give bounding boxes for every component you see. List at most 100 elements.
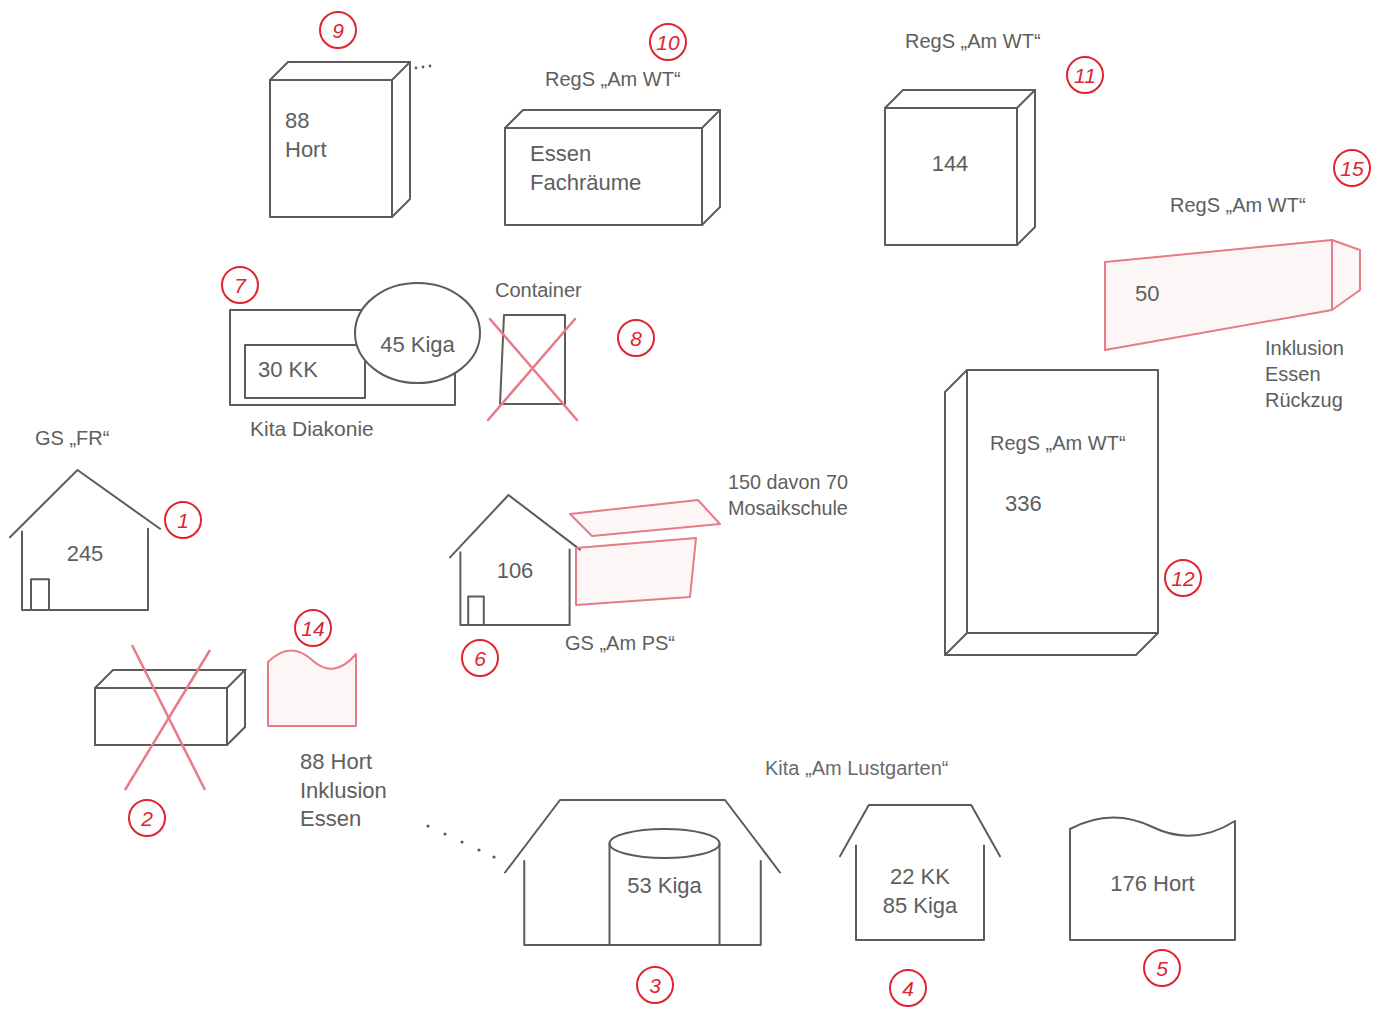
outline-stroke [856, 846, 984, 941]
node-heading: RegS „Am WT“ [545, 66, 745, 92]
node-text: 176 Hort [1080, 870, 1225, 899]
round-annex: 45 Kiga [355, 283, 480, 383]
callout-circle: 1 [164, 501, 202, 539]
node-heading: Container [495, 277, 635, 303]
outline-stroke [610, 829, 720, 858]
callout-circle: 14 [294, 609, 332, 647]
callout-number: 3 [649, 975, 661, 996]
callout-circle: 8 [617, 319, 655, 357]
callout-number: 2 [141, 808, 153, 829]
group-label: Kita „Am Lustgarten“ [765, 755, 1065, 781]
node-heading: RegS „Am WT“ [905, 28, 1085, 54]
node-text: 53 Kiga [605, 872, 725, 901]
outline-stroke [270, 80, 392, 217]
callout-number: 12 [1171, 568, 1194, 589]
callout-number: 1 [177, 510, 189, 531]
node-text: 45 Kiga [367, 331, 468, 360]
callout-circle: 9 [319, 11, 357, 49]
outline-stroke [885, 90, 1035, 108]
callout-number: 11 [1074, 65, 1096, 86]
node-heading: 88 Hort Inklusion Essen [300, 748, 430, 834]
node-text: 22 KK 85 Kiga [878, 863, 963, 920]
callout-circle: 15 [1333, 149, 1371, 187]
node-outline [10, 470, 160, 610]
node-heading: RegS „Am WT“ [1170, 192, 1370, 218]
outline-stroke [945, 633, 1158, 655]
node-heading: 150 davon 70 Mosaikschule [728, 470, 848, 521]
outline-stroke [10, 470, 160, 537]
kita-building: 22 KK 85 Kiga [840, 805, 1000, 940]
outline-stroke [1331, 240, 1333, 310]
school-house: 106GS „Am PS“ [450, 495, 580, 625]
container-crossed: Container [500, 315, 565, 410]
node-text: 50 [1135, 280, 1195, 309]
outline-stroke [245, 345, 365, 398]
callout-circle: 7 [221, 266, 259, 304]
node-heading: Inklusion Essen Rückzug [1265, 335, 1385, 413]
node-text: 30 KK [258, 356, 358, 385]
node-heading: GS „Am PS“ [565, 630, 735, 656]
callout-number: 7 [234, 275, 246, 296]
outline-stroke [505, 800, 780, 873]
outline-stroke [505, 128, 702, 225]
node-text: 245 [40, 540, 130, 569]
node-outline [505, 800, 780, 945]
outline-stroke [31, 579, 49, 610]
callout-circle: 6 [461, 639, 499, 677]
node-outline [945, 370, 1158, 655]
callout-number: 10 [656, 32, 679, 53]
cross-out-mark [125, 645, 210, 790]
callout-number: 15 [1340, 158, 1363, 179]
node-text: 144 [905, 150, 995, 179]
outline-stroke [460, 550, 569, 625]
building-block: RegS „Am WT“144 [885, 90, 1035, 245]
outline-stroke [270, 62, 410, 80]
crossed-building [95, 670, 245, 745]
outline-stroke [967, 370, 1158, 633]
node-outline [268, 648, 356, 726]
callout-number: 6 [474, 648, 486, 669]
callout-circle: 2 [128, 799, 166, 837]
node-outline [570, 500, 720, 605]
outline-stroke [392, 62, 410, 217]
callout-number: 14 [301, 618, 324, 639]
callout-circle: 5 [1143, 949, 1181, 987]
outline-stroke [840, 805, 1000, 856]
node-heading: Kita Diakonie [250, 415, 450, 442]
node-outline [505, 110, 720, 225]
node-outline [500, 315, 565, 410]
outline-stroke [490, 319, 577, 420]
planned-annex: 150 davon 70 Mosaikschule [570, 500, 720, 605]
school-house: GS „FR“245 [10, 470, 160, 610]
building-block: 88 Hort [270, 62, 410, 217]
node-text: RegS „Am WT“ [990, 430, 1150, 456]
callout-circle: 12 [1164, 559, 1202, 597]
outline-stroke [500, 315, 565, 404]
outline-stroke [945, 370, 967, 655]
outline-stroke [450, 495, 580, 557]
dotted-leader [415, 65, 496, 859]
outline-stroke [488, 319, 575, 420]
callout-number: 4 [902, 978, 914, 999]
outline-stroke [570, 500, 720, 536]
outline-stroke [22, 529, 148, 610]
callout-number: 8 [630, 328, 642, 349]
outline-stroke [468, 596, 484, 625]
outline-stroke [524, 861, 761, 945]
node-text: 336 [1005, 490, 1085, 519]
outline-stroke [268, 650, 356, 726]
callout-circle: 4 [889, 969, 927, 1007]
hort-building: 176 Hort [1070, 815, 1235, 940]
planned-building: RegS „Am WT“50Inklusion Essen Rückzug [1105, 240, 1360, 350]
node-text: Essen Fachräume [530, 140, 660, 197]
outline-stroke [1017, 90, 1035, 245]
outline-stroke [885, 108, 1017, 245]
building-block: RegS „Am WT“Essen Fachräume [505, 110, 720, 225]
callout-circle: 10 [649, 23, 687, 61]
outline-stroke [576, 538, 696, 605]
callout-number: 5 [1156, 958, 1168, 979]
callout-circle: 11 [1066, 56, 1104, 94]
outline-stroke [702, 110, 720, 225]
outline-stroke [505, 110, 720, 128]
